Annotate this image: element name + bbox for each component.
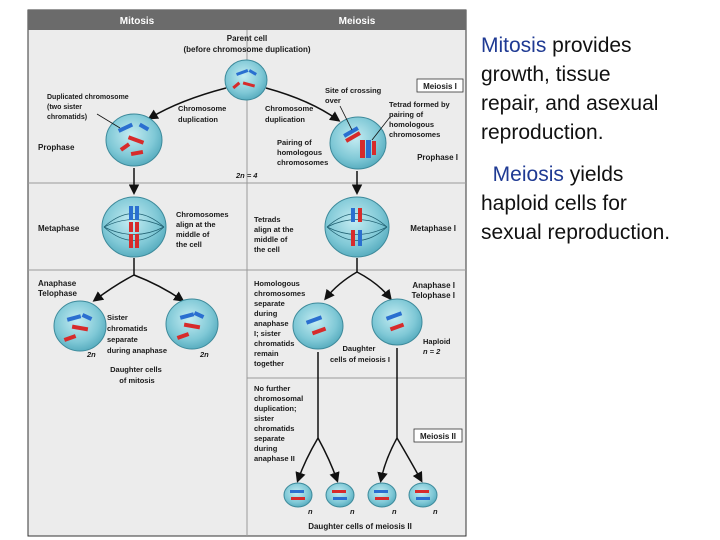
mitosis-prophase-chromosomes (117, 122, 150, 157)
label-n-3: n (392, 507, 397, 516)
mitosis-metaphase-cell (101, 196, 167, 258)
stage-anaphase1: Anaphase I (412, 281, 455, 290)
side-mitosis-line3: repair, and asexual (481, 92, 659, 115)
meiosis1-daughter-left-chromosomes (305, 315, 327, 336)
parent-chromosomes (232, 69, 257, 90)
stage-anaphase: Anaphase (38, 279, 77, 288)
pointer-duplicated-chromosome (96, 113, 121, 129)
stage-meiosis1: Meiosis I (423, 82, 457, 91)
meiosis-metaphase-tetrads (351, 208, 362, 246)
label-chromosome-duplication-mitosis: Chromosome duplication (178, 104, 228, 124)
pointer-crossing (339, 105, 353, 131)
label-chromosome-duplication-meiosis: Chromosome duplication (265, 104, 315, 124)
mitosis-line1-rest: provides (546, 34, 632, 57)
arrow-mitosis-meta-ana-2 (133, 274, 185, 302)
side-meiosis-line2: haploid cells for (481, 192, 627, 215)
parent-cell-label: Parent cell (227, 34, 267, 43)
label-pairing: Pairing of homologous chromosomes (277, 138, 328, 167)
meiosis1-daughter-cell-left (292, 302, 344, 350)
side-text-mitosis: Mitosis provides growth, tissue repair, … (481, 31, 658, 147)
stage-telophase: Telophase (38, 289, 78, 298)
meiosis2-daughter-cells (283, 482, 438, 508)
label-daughter-cells-meiosis1: Daughter cells of meiosis I (330, 344, 390, 364)
meiosis2-daughter-cell-2 (325, 482, 355, 508)
label-2n-4: 2n = 4 (235, 171, 258, 180)
label-tetrad: Tetrad formed by pairing of homologous c… (389, 100, 452, 139)
arrow-meiosis-meta-ana (324, 258, 358, 301)
meiosis2-box (413, 428, 463, 443)
label-sister-chromatids: Sister chromatids separate during anapha… (107, 313, 167, 355)
side-mitosis-line4: reproduction. (481, 121, 604, 144)
label-site-of-crossing: Site of crossing over (325, 86, 383, 105)
stage-meiosis2: Meiosis II (420, 432, 456, 441)
meiosis-keyword: Meiosis (492, 163, 564, 186)
label-n-4: n (433, 507, 438, 516)
meiosis1-box (416, 78, 464, 93)
label-no-further-duplication: No further chromosomal duplication; sist… (254, 384, 305, 463)
side-text-meiosis: Meiosis yields haploid cells for sexual … (481, 160, 670, 247)
meiosis-spindle (326, 213, 388, 241)
stage-prophase: Prophase (38, 143, 75, 152)
arrow-meiosis2-right-2 (396, 437, 423, 483)
label-haploid: Haploid n = 2 (423, 337, 453, 356)
stage-telophase1: Telophase I (412, 291, 455, 300)
mitosis-daughter-right-chromosomes (176, 311, 205, 340)
side-meiosis-line3: sexual reproduction. (481, 221, 671, 244)
mitosis-spindle (103, 213, 165, 241)
meiosis2-daughter-cell-4 (408, 482, 438, 508)
meiosis2-daughter-cell-1 (283, 482, 313, 508)
mitosis-header: Mitosis (120, 16, 155, 27)
stage-metaphase: Metaphase (38, 224, 80, 233)
arrow-meiosis-meta-ana-2 (356, 271, 392, 301)
stage-prophase1: Prophase I (417, 153, 458, 162)
stage-metaphase1: Metaphase I (410, 224, 456, 233)
arrow-meiosis2-left-2 (317, 437, 340, 483)
label-chromosomes-align: Chromosomes align at the middle of the c… (176, 210, 231, 249)
arrow-to-meiosis (265, 87, 341, 122)
label-tetrads-align: Tetrads align at the middle of the cell (254, 215, 296, 254)
meiosis1-daughter-cell-right (371, 298, 423, 346)
label-2n-right: 2n (199, 350, 209, 359)
meiosis-prophase-cell (329, 116, 387, 170)
side-meiosis-line1: Meiosis yields (481, 160, 670, 189)
meiosis2-daughter-cell-3 (367, 482, 397, 508)
meiosis-header-bg (247, 10, 466, 30)
label-n-2: n (350, 507, 355, 516)
label-2n-left: 2n (86, 350, 96, 359)
label-n-1: n (308, 507, 313, 516)
mitosis-header-bg (28, 10, 247, 30)
mitosis-keyword: Mitosis (481, 34, 547, 57)
label-homologous-separate: Homologous chromosomes separate during a… (254, 279, 307, 368)
arrow-mitosis-meta-ana (92, 258, 135, 302)
label-daughter-cells-meiosis2: Daughter cells of meiosis II (308, 522, 412, 531)
meiosis-prophase-tetrads (343, 126, 376, 158)
arrow-to-mitosis (147, 87, 227, 120)
side-mitosis-line2: growth, tissue (481, 63, 611, 86)
mitosis-metaphase-chromosomes (129, 206, 139, 248)
meiosis-header: Meiosis (339, 16, 376, 27)
parent-cell-sublabel: (before chromosome duplication) (183, 45, 310, 54)
meiosis-metaphase-cell (324, 196, 390, 258)
side-mitosis-line1: Mitosis provides (481, 31, 658, 60)
mitosis-daughter-left-chromosomes (63, 313, 93, 342)
pointer-tetrad (371, 116, 391, 141)
meiosis1-daughter-right-chromosomes (385, 311, 405, 332)
label-duplicated-chromosome: Duplicated chromosome (two sister chroma… (47, 94, 131, 121)
meiosis-line1-rest: yields (563, 163, 624, 186)
parent-cell (224, 59, 268, 101)
label-daughter-cells-mitosis: Daughter cells of mitosis (110, 365, 164, 385)
